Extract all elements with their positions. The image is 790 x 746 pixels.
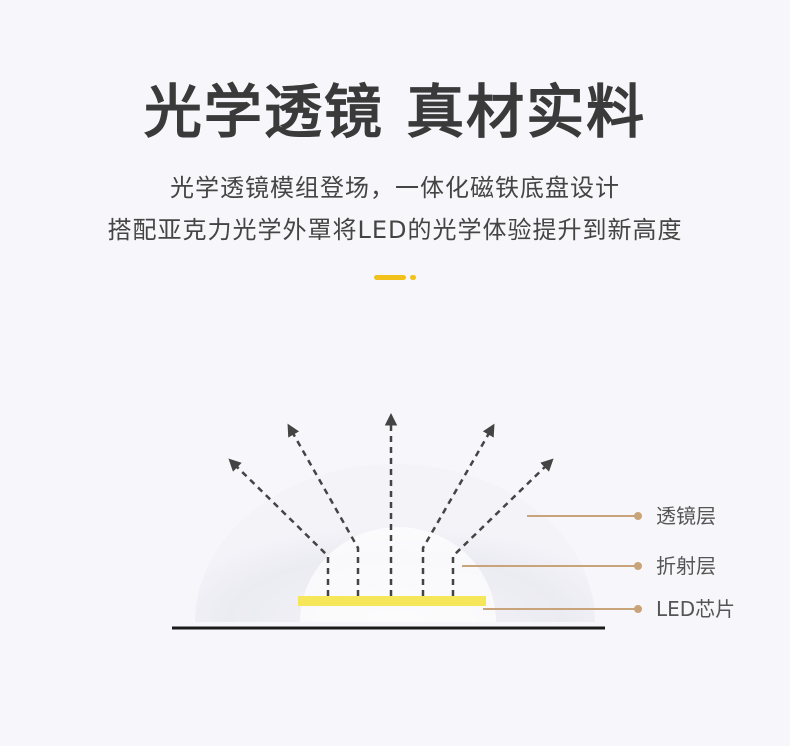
subtitle-line-1: 光学透镜模组登场，一体化磁铁底盘设计 [170, 174, 620, 202]
page-title: 光学透镜 真材实料 [143, 78, 647, 146]
label-refraction-layer: 折射层 [656, 554, 716, 578]
ray-right-outer [451, 458, 554, 596]
ray-left-outer [228, 458, 330, 596]
callout-refraction-dot [634, 562, 642, 570]
accent-dot [410, 275, 416, 280]
callout-led-dot [634, 605, 642, 613]
subtitle-line-2: 搭配亚克力光学外罩将LED的光学体验提升到新高度 [107, 216, 683, 244]
ray-right-inner [421, 423, 495, 596]
label-lens-layer: 透镜层 [656, 504, 716, 528]
ray-left-inner [287, 423, 360, 596]
led-chip [298, 596, 486, 606]
label-led-chip: LED芯片 [656, 597, 736, 621]
accent-bar [374, 275, 406, 280]
callout-lens-dot [634, 512, 642, 520]
